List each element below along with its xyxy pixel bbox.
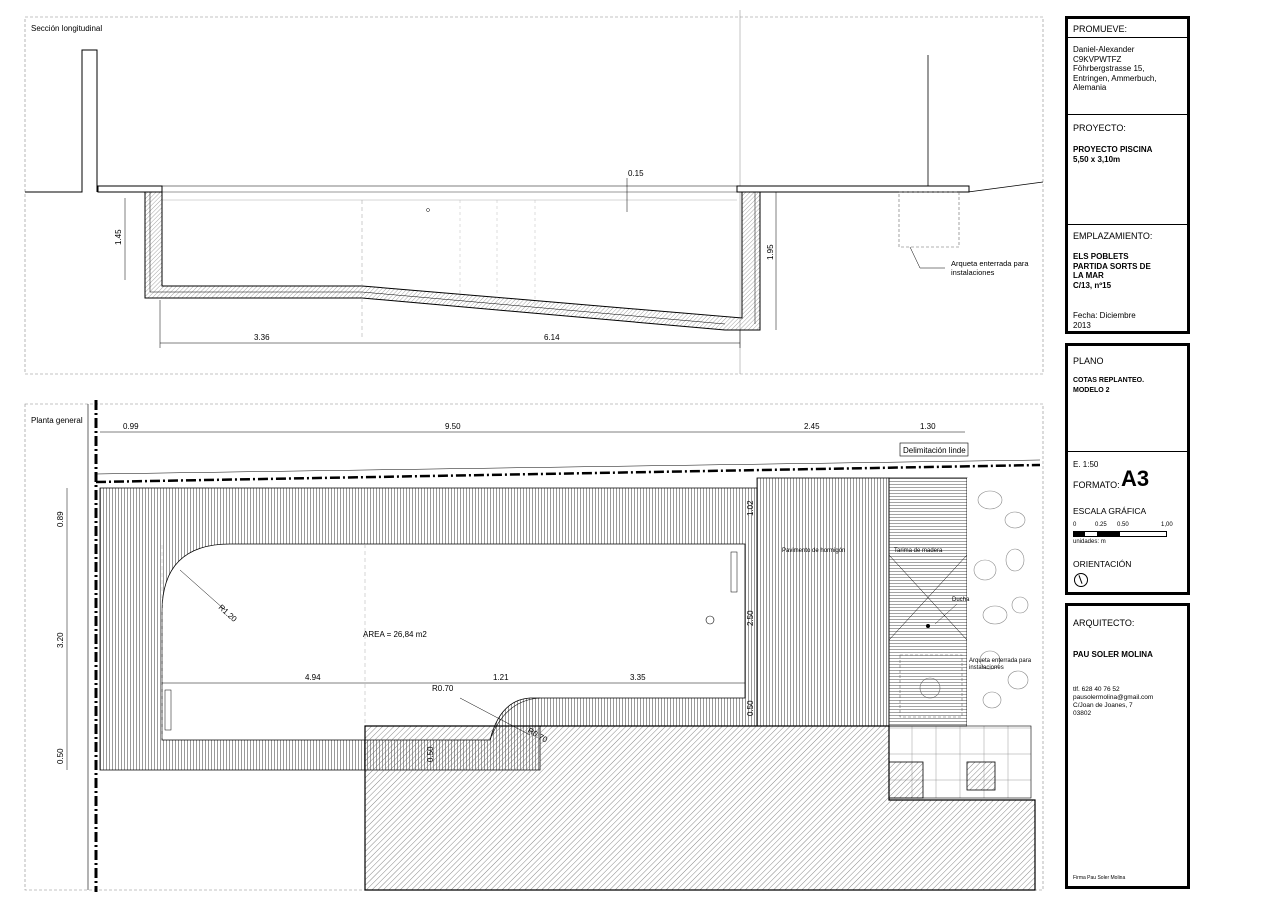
fecha: Fecha: Diciembre 2013 [1073, 311, 1136, 330]
scale-bar [1073, 531, 1167, 537]
orientacion: ORIENTACIÓN [1073, 559, 1132, 569]
pit-label: Arqueta enterrada para instalaciones [969, 658, 1033, 671]
pit-label-1: Arqueta enterrada para [969, 658, 1032, 664]
dim-bottom-2: 1.21 [493, 673, 509, 682]
promueve-label: PROMUEVE: [1073, 24, 1128, 34]
emplazamiento-label: EMPLAZAMIENTO: [1073, 231, 1153, 241]
dim-top-1: 0.99 [123, 422, 139, 431]
pit-label-2: instalaciones [969, 665, 1004, 671]
formato-value: A3 [1121, 466, 1150, 491]
scale-tick: 1,00 [1161, 522, 1173, 528]
section-note-1: Arqueta enterrada para [951, 259, 1029, 268]
section-note-2: instalaciones [951, 268, 995, 277]
escala-grafica: ESCALA GRÁFICA [1073, 506, 1147, 516]
divider [1068, 224, 1187, 225]
dim-left-depth: 1.45 [114, 229, 123, 245]
dim-bottom-1: 4.94 [305, 673, 321, 682]
boundary-label: Delimitación linde [903, 446, 966, 455]
deck-label: Tarima de madera [894, 548, 943, 554]
dim-top-2: 9.50 [445, 422, 461, 431]
titleblock-architect: ARQUITECTO: PAU SOLER MOLINA tlf. 628 40… [1065, 603, 1190, 889]
scale-tick: 0.50 [1117, 522, 1129, 528]
plan-label: Planta general [31, 416, 83, 425]
dim-top-3: 2.45 [804, 422, 820, 431]
formato-label: FORMATO: [1073, 480, 1120, 490]
radius-small-a: R0.70 [432, 684, 454, 693]
section-label: Sección longitudinal [31, 24, 102, 33]
divider [1068, 37, 1187, 38]
concrete-label: Pavimento de hormigón [782, 548, 845, 554]
dim-left-3: 0.50 [56, 748, 65, 764]
arquitecto-name: PAU SOLER MOLINA [1073, 650, 1153, 659]
titleblock-project: PROMUEVE: Daniel-Alexander C9KVPWTFZ Föh… [1065, 16, 1190, 334]
pool-area: AREA = 26,84 m2 [363, 630, 427, 639]
divider [1068, 114, 1187, 115]
titleblock-plan: PLANO COTAS REPLANTEO. MODELO 2 E. 1:50 … [1065, 343, 1190, 595]
emplazamiento-value: ELS POBLETS PARTIDA SORTS DE LA MAR C/13… [1073, 252, 1151, 290]
proyecto-label: PROYECTO: [1073, 123, 1126, 133]
arquitecto-contact: tlf. 628 40 76 52 pausolermolina@gmail.c… [1073, 686, 1154, 717]
scale-tick: 0.25 [1095, 522, 1107, 528]
plano-label: PLANO [1073, 356, 1104, 366]
general-plan: Planta general [24, 400, 1044, 892]
dim-right-1: 1.02 [746, 500, 755, 516]
dim-left-1: 0.89 [56, 511, 65, 527]
dim-bottom-3: 3.35 [630, 673, 646, 682]
section-frame [24, 16, 1044, 375]
plano-value: COTAS REPLANTEO. MODELO 2 [1073, 377, 1145, 394]
dim-left-2: 3.20 [56, 632, 65, 648]
dim-length-b: 6.14 [544, 333, 560, 342]
technical-drawing: Sección longitudinal Arqueta enterrada p… [24, 10, 1044, 892]
escala: E. 1:50 [1073, 460, 1099, 469]
longitudinal-section: Sección longitudinal Arqueta enterrada p… [24, 10, 1044, 375]
divider [1068, 451, 1187, 452]
north-arrow-icon [1074, 573, 1088, 587]
dim-right-depth: 1.95 [766, 244, 775, 260]
unidades: unidades: m [1073, 539, 1106, 545]
dim-top-thickness: 0.15 [628, 169, 644, 178]
proyecto-value: PROYECTO PISCINA 5,50 x 3,10m [1073, 145, 1153, 164]
dim-top-4: 1.30 [920, 422, 936, 431]
firma: Firma Pau Soler Molina [1073, 875, 1126, 881]
section-note: Arqueta enterrada para instalaciones [951, 259, 1031, 277]
dim-length-a: 3.36 [254, 333, 270, 342]
promueve-value: Daniel-Alexander C9KVPWTFZ Föhrbergstras… [1073, 45, 1157, 92]
dim-right-2: 2.50 [746, 610, 755, 626]
arquitecto-label: ARQUITECTO: [1073, 618, 1135, 628]
shower-label: Ducha [952, 597, 970, 603]
scale-tick: 0 [1073, 522, 1077, 528]
step-dim: 0.50 [426, 746, 435, 762]
dim-right-3: 0.50 [746, 700, 755, 716]
graphic-scale: 0 0.25 0.50 1,00 unidades: m [1073, 522, 1185, 552]
